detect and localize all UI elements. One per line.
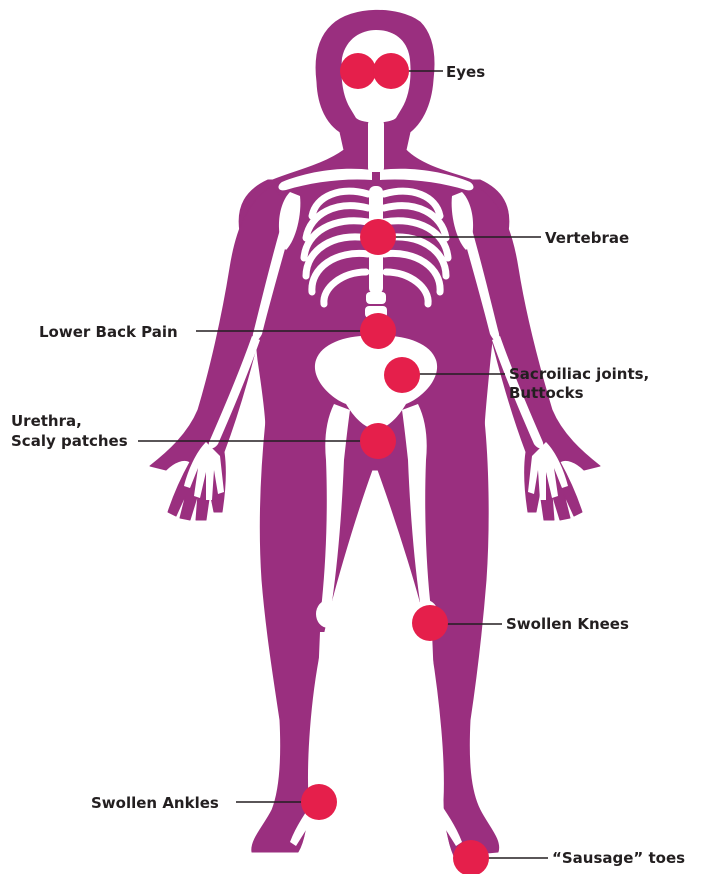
left-kneecap [316, 600, 340, 628]
label-urethra-line2: Scaly patches [11, 432, 128, 450]
label-sacroiliac-line2: Buttocks [509, 384, 584, 402]
marker-knee [412, 605, 448, 641]
legs-shape [252, 420, 499, 856]
marker-eye-right [373, 53, 409, 89]
label-vertebrae: Vertebrae [545, 229, 629, 247]
lumbar-vertebra-1 [366, 292, 386, 304]
label-sacroiliac-line1: Sacroiliac joints, [509, 365, 649, 383]
marker-urethra [360, 423, 396, 459]
marker-lower-back [360, 313, 396, 349]
label-swollen-knees: Swollen Knees [506, 615, 629, 633]
label-eyes: Eyes [446, 63, 485, 81]
label-lower-back-pain: Lower Back Pain [39, 323, 178, 341]
neck-vertebrae [368, 120, 384, 172]
label-sausage-toes: “Sausage” toes [552, 849, 685, 867]
marker-ankle [301, 784, 337, 820]
marker-eye-left [340, 53, 376, 89]
marker-sacroiliac [384, 357, 420, 393]
marker-vertebrae [360, 219, 396, 255]
label-swollen-ankles: Swollen Ankles [91, 794, 219, 812]
label-urethra-line1: Urethra, [11, 412, 82, 430]
